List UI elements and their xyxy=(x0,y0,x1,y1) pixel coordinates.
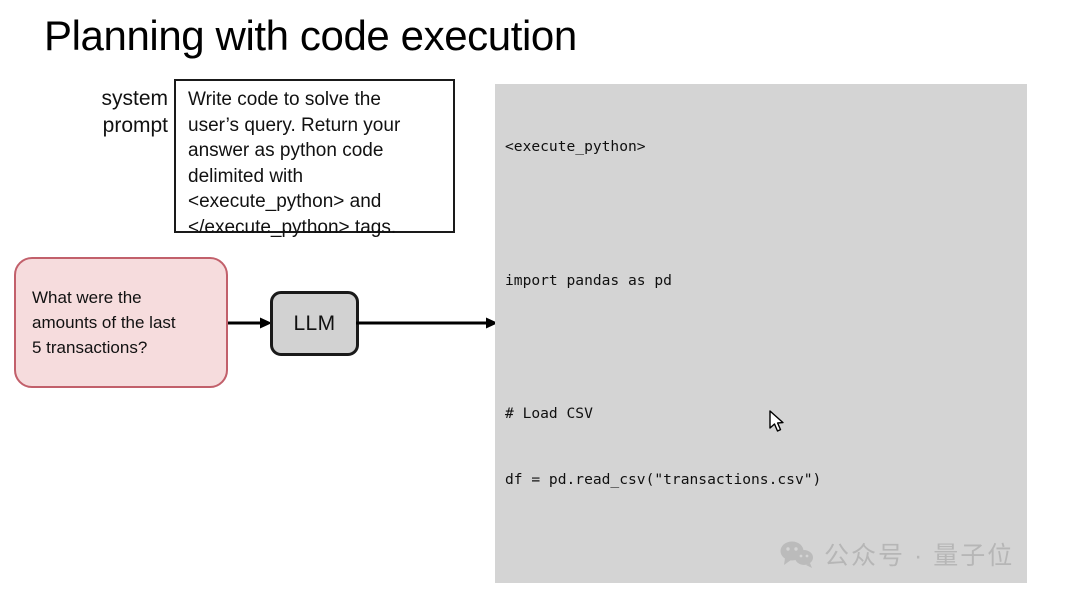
code-text: <execute_python> import pandas as pd # L… xyxy=(505,92,1027,583)
code-line xyxy=(505,536,1027,558)
system-prompt-text: Write code to solve the user’s query. Re… xyxy=(188,87,443,240)
system-prompt-line: answer as python code xyxy=(188,140,384,161)
system-prompt-line: Write code to solve the xyxy=(188,89,381,110)
user-query-text: What were the amounts of the last 5 tran… xyxy=(32,285,176,360)
system-prompt-label-line: system xyxy=(101,87,168,110)
system-prompt-box: Write code to solve the user’s query. Re… xyxy=(174,79,455,238)
user-query-box: What were the amounts of the last 5 tran… xyxy=(14,257,228,388)
code-line xyxy=(505,203,1027,225)
arrow-llm-to-code xyxy=(356,317,498,329)
arrow-query-to-llm xyxy=(228,317,272,329)
code-line: df = pd.read_csv("transactions.csv") xyxy=(505,471,822,489)
llm-node: LLM xyxy=(270,291,359,356)
system-prompt-line: </execute_python> tags. xyxy=(188,216,397,238)
code-line: # Load CSV xyxy=(505,404,593,422)
page-title: Planning with code execution xyxy=(44,12,577,59)
system-prompt-label: system prompt xyxy=(60,85,168,139)
user-query-line: What were the xyxy=(32,288,142,307)
code-block: <execute_python> import pandas as pd # L… xyxy=(495,84,1027,583)
user-query-line: amounts of the last xyxy=(32,313,176,332)
system-prompt-line: user’s query. Return your xyxy=(188,114,401,136)
code-line: import pandas as pd xyxy=(505,271,672,289)
system-prompt-label-line: prompt xyxy=(102,114,168,137)
code-line: <execute_python> xyxy=(505,138,646,156)
llm-node-label: LLM xyxy=(293,311,336,335)
code-line xyxy=(505,336,1027,358)
system-prompt-line: <execute_python> and xyxy=(188,191,382,212)
system-prompt-line: delimited with xyxy=(188,165,304,187)
user-query-line: 5 transactions? xyxy=(32,338,148,357)
